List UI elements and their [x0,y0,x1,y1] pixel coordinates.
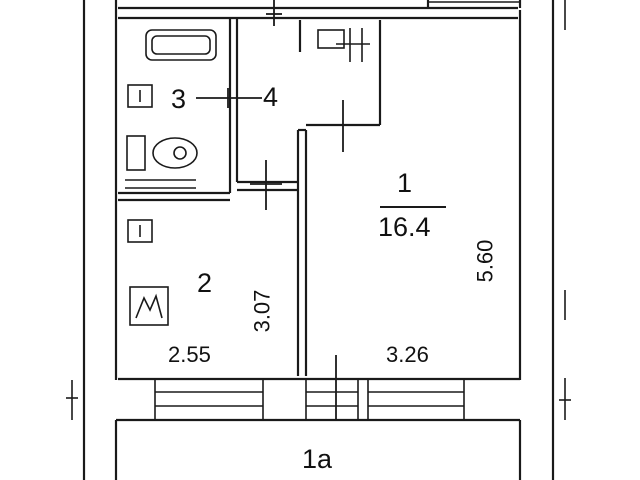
room-1-width: 3.26 [386,342,429,367]
room-1-length: 5.60 [472,239,498,283]
window-marks [66,0,571,421]
room-2-width: 2.55 [168,342,211,367]
room-1-area: 16.4 [378,212,431,242]
room-2-length: 3.07 [249,289,275,333]
interior-walls [118,18,382,376]
door-marks [196,0,356,420]
room-2-label: 2 [197,268,213,298]
room-1a-label: 1а [302,444,333,474]
room-1-label: 1 [397,168,413,198]
room-4-label: 4 [263,82,279,112]
fixtures [125,28,370,326]
room-3-label: 3 [171,84,187,114]
